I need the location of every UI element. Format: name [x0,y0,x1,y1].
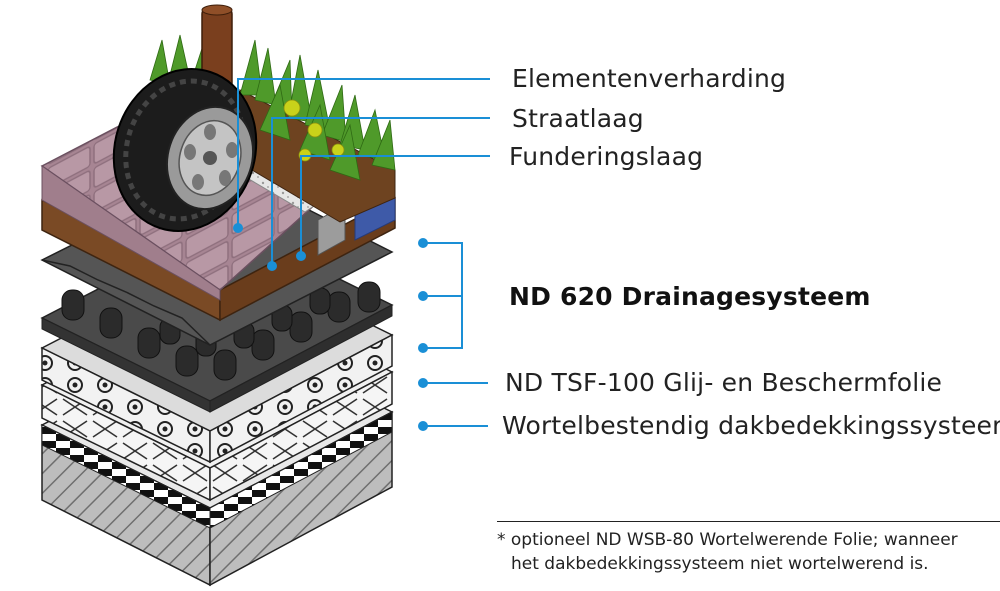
footnote-line-1: * optioneel ND WSB-80 Wortelwerende Foli… [497,530,958,550]
label-elementenverharding: Elementenverharding [512,64,787,93]
tire-icon [112,68,258,232]
footnote-line-2: het dakbedekkingssysteem niet wortelwere… [511,554,929,574]
footnote: * optioneel ND WSB-80 Wortelwerende Foli… [497,521,1000,576]
callout-dots [233,223,428,431]
label-funderingslaag: Funderingslaag [509,142,704,171]
label-dakbedekking: Wortelbestendig dakbedekkingssysteem* [502,411,1000,440]
drainage-layer [40,222,394,413]
label-straatlaag: Straatlaag [512,104,644,133]
label-glijfolie: ND TSF-100 Glij- en Beschermfolie [505,368,943,397]
callout-lines [237,78,490,427]
label-drainagesysteem: ND 620 Drainagesysteem [509,282,871,311]
